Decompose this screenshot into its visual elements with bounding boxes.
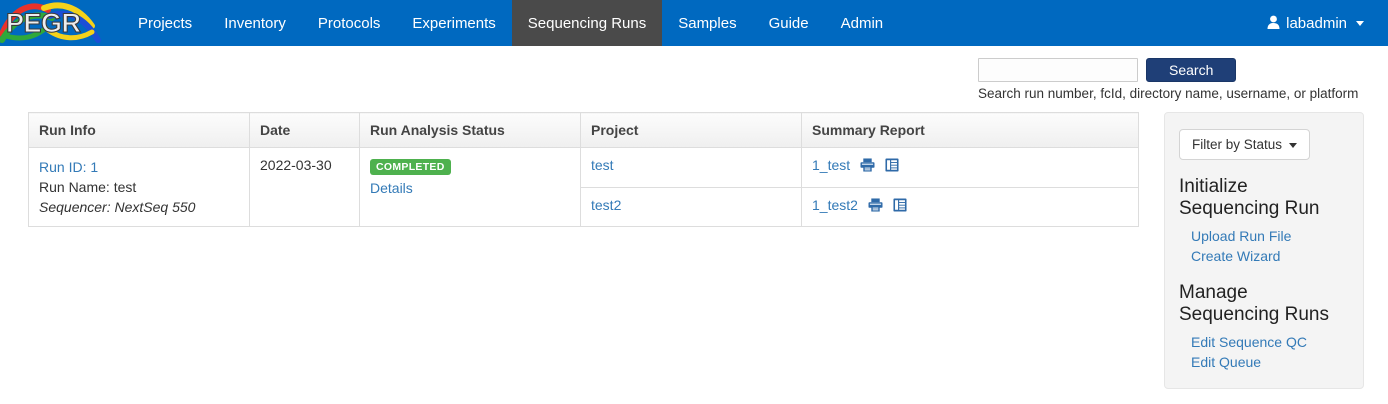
column-header-run-analysis-status[interactable]: Run Analysis Status bbox=[359, 112, 581, 148]
panel-heading-manage-sequencing-runs: Manage Sequencing Runs bbox=[1179, 282, 1329, 325]
search-button[interactable]: Search bbox=[1146, 58, 1237, 82]
caret-down-icon bbox=[1288, 142, 1297, 148]
search-help-text: Search run number, fcId, directory name,… bbox=[978, 86, 1359, 101]
table-body: Run ID: 1 Run Name: test Sequencer: Next… bbox=[28, 147, 1139, 227]
pegr-dna-ribbon-logo[interactable]: PEGR bbox=[0, 0, 104, 46]
nav-item-inventory[interactable]: Inventory bbox=[224, 14, 286, 32]
nav-item-sequencing-runs[interactable]: Sequencing Runs bbox=[511, 0, 663, 46]
panel-link-create-wizard[interactable]: Create Wizard bbox=[1191, 248, 1281, 264]
printer-icon[interactable] bbox=[868, 197, 883, 215]
cell-run-analysis-status: COMPLETED Details bbox=[359, 147, 581, 227]
table-header: Run Info Date Run Analysis Status Projec… bbox=[28, 112, 1139, 148]
column-header-date[interactable]: Date bbox=[249, 112, 360, 148]
nav-item-projects[interactable]: Projects bbox=[138, 14, 193, 32]
nav-item-samples[interactable]: Samples bbox=[678, 14, 737, 32]
report-list-icon-svg bbox=[893, 197, 907, 212]
panel-links-manage: Edit Sequence QC Edit Queue bbox=[1179, 332, 1349, 372]
report-list-icon-svg bbox=[885, 158, 899, 172]
table-row: Run ID: 1 Run Name: test Sequencer: Next… bbox=[28, 147, 1139, 227]
search-row: Search bbox=[978, 58, 1378, 82]
caret-down-icon bbox=[1356, 20, 1364, 26]
nav-item-admin[interactable]: Admin bbox=[840, 14, 884, 32]
cell-summary-report: 1_test bbox=[801, 147, 1139, 188]
nav-item-experiments[interactable]: Experiments bbox=[412, 14, 496, 32]
svg-text:PEGR: PEGR bbox=[6, 8, 81, 38]
table-header-row: Run Info Date Run Analysis Status Projec… bbox=[28, 112, 1139, 148]
cell-project: test bbox=[580, 147, 802, 188]
run-id-link[interactable]: Run ID: 1 bbox=[39, 159, 99, 175]
report-list-icon[interactable] bbox=[885, 158, 899, 175]
status-badge: COMPLETED bbox=[370, 159, 451, 175]
user-menu[interactable]: labadmin bbox=[1267, 0, 1388, 46]
user-icon bbox=[1267, 15, 1280, 31]
main-navbar: PEGR Projects Inventory Protocols Experi… bbox=[0, 0, 1388, 46]
panel-link-edit-queue[interactable]: Edit Queue bbox=[1191, 354, 1262, 370]
cell-project: test2 bbox=[580, 186, 802, 227]
search-input[interactable] bbox=[978, 58, 1138, 82]
run-name-text: Run Name: test bbox=[39, 179, 137, 195]
printer-icon[interactable] bbox=[860, 158, 875, 175]
sequencer-text: Sequencer: NextSeq 550 bbox=[39, 199, 196, 215]
search-area: Search Search run number, fcId, director… bbox=[978, 58, 1378, 101]
project-link[interactable]: test bbox=[591, 157, 614, 173]
details-link[interactable]: Details bbox=[370, 179, 413, 196]
column-header-summary-report[interactable]: Summary Report bbox=[801, 112, 1139, 148]
filter-by-status-label: Filter by Status bbox=[1192, 137, 1283, 152]
panel-heading-initialize-sequencing-run: Initialize Sequencing Run bbox=[1179, 176, 1320, 219]
user-menu-label: labadmin bbox=[1286, 14, 1347, 32]
table-row: test2 1_test2 bbox=[29, 186, 1139, 227]
sequencing-runs-side-panel: Filter by Status Initialize Sequencing R… bbox=[1164, 112, 1364, 389]
sequencing-runs-table-wrapper: Run Info Date Run Analysis Status Projec… bbox=[28, 112, 1139, 227]
nav-item-guide[interactable]: Guide bbox=[768, 14, 809, 32]
user-icon-svg bbox=[1267, 15, 1280, 29]
cell-summary-report: 1_test2 bbox=[801, 186, 1139, 227]
column-header-project[interactable]: Project bbox=[580, 112, 802, 148]
printer-icon-svg bbox=[868, 197, 883, 212]
project-link[interactable]: test2 bbox=[591, 196, 622, 213]
report-list-icon[interactable] bbox=[893, 197, 907, 215]
summary-report-link[interactable]: 1_test2 bbox=[812, 196, 858, 213]
printer-icon-svg bbox=[860, 158, 875, 172]
summary-report-link[interactable]: 1_test bbox=[812, 157, 851, 173]
sequencing-runs-table: Run Info Date Run Analysis Status Projec… bbox=[28, 112, 1139, 227]
panel-links-initialize: Upload Run File Create Wizard bbox=[1179, 226, 1349, 266]
navbar-items: Projects Inventory Protocols Experiments… bbox=[122, 0, 899, 46]
cell-run-info: Run ID: 1 Run Name: test Sequencer: Next… bbox=[28, 147, 250, 227]
panel-link-upload-run-file[interactable]: Upload Run File bbox=[1191, 228, 1292, 244]
nav-item-protocols[interactable]: Protocols bbox=[317, 14, 381, 32]
cell-date: 2022-03-30 bbox=[249, 147, 360, 227]
panel-link-edit-sequence-qc[interactable]: Edit Sequence QC bbox=[1191, 334, 1307, 350]
run-id-link-wrap: Run ID: 1 bbox=[39, 157, 239, 177]
column-header-run-info[interactable]: Run Info bbox=[28, 112, 250, 148]
brand-logo-svg: PEGR bbox=[0, 0, 104, 46]
filter-by-status-button[interactable]: Filter by Status bbox=[1179, 129, 1310, 160]
